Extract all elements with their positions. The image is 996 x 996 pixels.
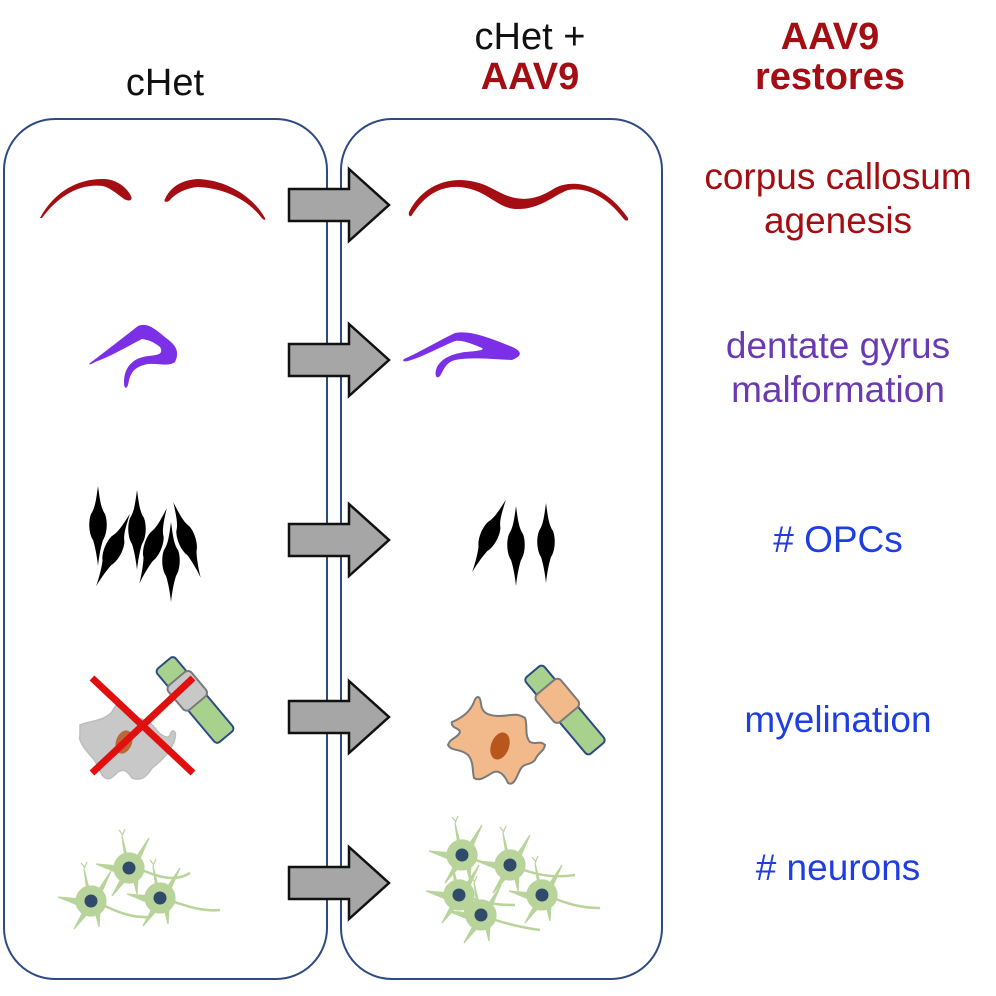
neurons-aav9-icon <box>425 815 601 944</box>
axon-icon <box>524 664 606 756</box>
right-arrow-icon <box>287 322 391 398</box>
dentate-gyrus-chet-icon <box>89 324 178 388</box>
header-chet-aav9: cHet + AAV9 <box>400 18 660 96</box>
header-aav9-restores: AAV9 restores <box>720 18 940 96</box>
corpus-callosum-chet-icon <box>40 178 266 220</box>
header-chet-aav9-line1: cHet + <box>474 16 586 58</box>
right-arrow-icon <box>287 502 391 578</box>
dentate-gyrus-aav9-icon <box>403 332 520 378</box>
label-corpus-callosum: corpus callosum agenesis <box>680 155 996 243</box>
arrows <box>287 167 391 921</box>
neuron-cell <box>476 825 531 894</box>
axon-icon <box>155 656 235 744</box>
label-dentate-gyrus-line1: dentate gyrus <box>725 325 951 366</box>
header-chet: cHet <box>125 62 205 104</box>
header-chet-aav9-line2: AAV9 <box>480 56 580 98</box>
label-corpus-callosum-line2: agenesis <box>763 200 913 241</box>
label-myelination: myelination <box>744 699 932 740</box>
label-dentate-gyrus-line2: malformation <box>731 369 945 410</box>
opc-cell <box>128 490 146 570</box>
opc-cell <box>507 506 525 586</box>
header-restores-line1: AAV9 <box>780 16 880 58</box>
myelination-chet-icon <box>78 656 235 780</box>
right-arrow-icon <box>287 679 391 755</box>
label-opcs: # OPCs <box>773 519 903 560</box>
label-dentate-gyrus: dentate gyrus malformation <box>680 324 996 412</box>
opc-cell <box>537 503 555 583</box>
opc-cell <box>464 496 514 576</box>
corpus-callosum-aav9-icon <box>408 180 629 221</box>
myelination-aav9-icon <box>446 664 606 785</box>
right-arrow-icon <box>287 167 391 243</box>
opcs-aav9-icon <box>464 496 555 586</box>
opcs-chet-icon <box>88 486 209 602</box>
label-neurons: # neurons <box>755 847 921 888</box>
label-corpus-callosum-line1: corpus callosum <box>704 156 972 197</box>
x-mark-icon <box>89 675 196 776</box>
neuron-cell <box>57 861 112 930</box>
neurons-chet-icon <box>57 828 221 930</box>
header-restores-line2: restores <box>755 56 905 98</box>
right-arrow-icon <box>287 845 391 921</box>
